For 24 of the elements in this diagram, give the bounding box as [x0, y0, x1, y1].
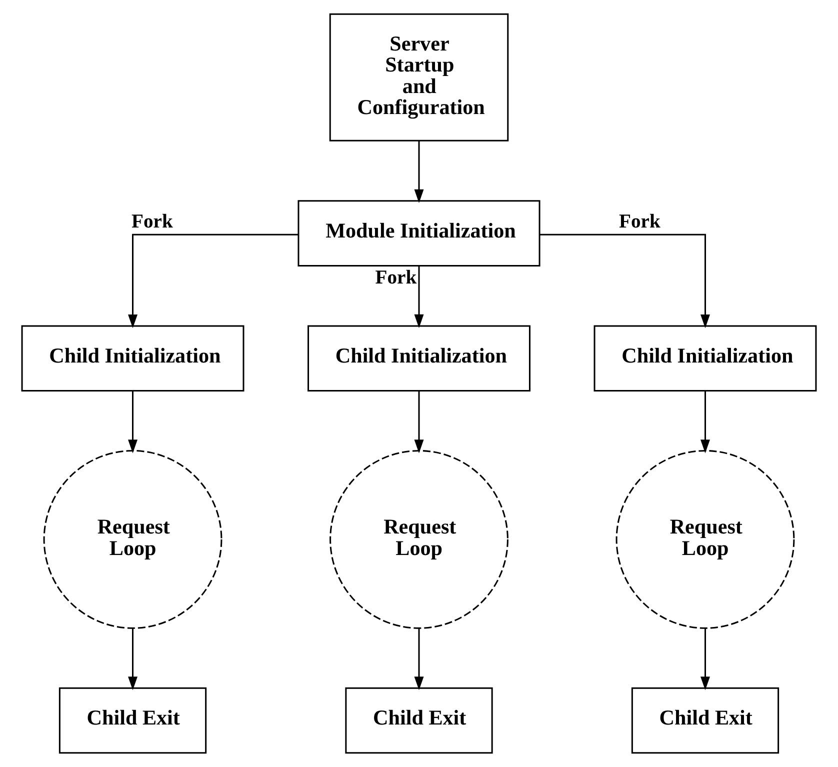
arrow: [128, 628, 138, 690]
arrow: [540, 234, 710, 328]
node-box: Child Exit: [345, 687, 493, 754]
node-circle: Request Loop: [330, 450, 508, 629]
arrow: [414, 628, 424, 690]
node-box: Child Initialization: [308, 325, 530, 392]
arrow: [700, 628, 710, 690]
edge-label: Fork: [619, 212, 660, 233]
arrow: [414, 391, 424, 454]
node-box: Child Exit: [58, 687, 207, 754]
node-box: Module Initialization: [298, 200, 540, 266]
edge-label: Fork: [132, 212, 173, 233]
node-circle: Request Loop: [616, 450, 795, 629]
arrow: [414, 140, 424, 203]
arrow: [700, 391, 710, 454]
arrow: [128, 234, 298, 328]
node-box: Child Exit: [631, 687, 780, 754]
node-box: Server Startup and Configuration: [329, 13, 509, 142]
node-circle: Request Loop: [43, 450, 222, 629]
node-box: Child Initialization: [594, 325, 817, 392]
arrow: [128, 391, 138, 454]
edge-label: Fork: [375, 268, 417, 289]
arrow: [414, 266, 424, 328]
node-box: Child Initialization: [21, 325, 244, 392]
